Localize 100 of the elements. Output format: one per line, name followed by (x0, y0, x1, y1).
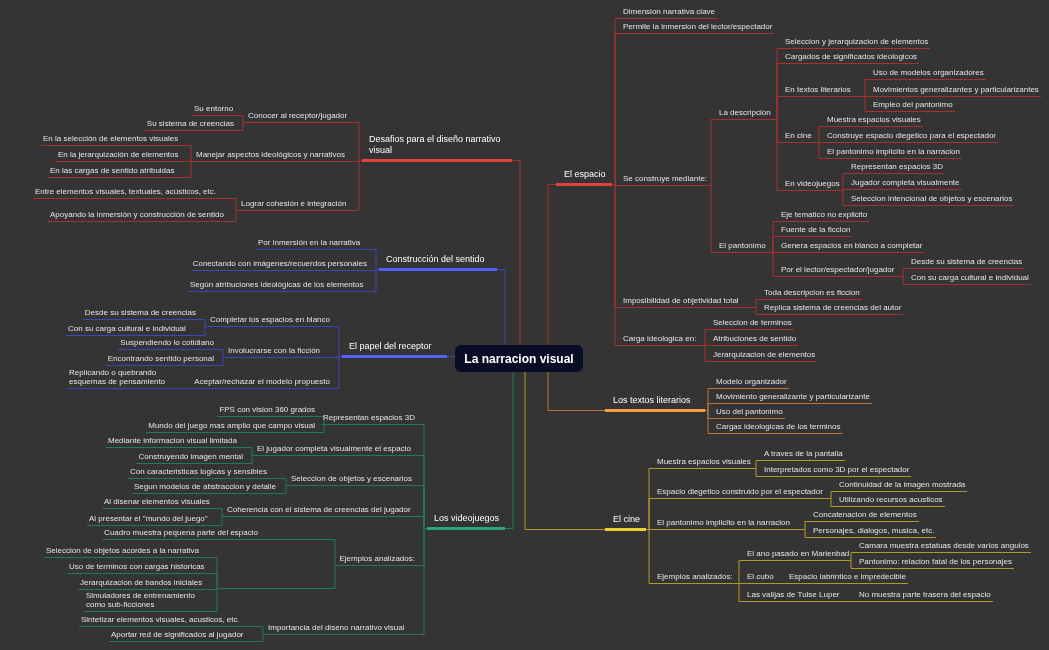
topic-underline (270, 539, 332, 540)
connector-line (355, 160, 363, 211)
subtopic-label: Desde su sistema de creencias (82, 308, 202, 320)
subtopic-label: Uso del pantonimo (711, 407, 785, 419)
subtopic-label: Por el lector/espectador/jugador (776, 265, 900, 277)
connector-line (187, 161, 195, 178)
subtopic-label: Su sistema de creencias (144, 119, 240, 131)
subtopic-label: Con su carga cultural e individual (906, 273, 1031, 285)
subtopic-label: Personajes, dialogos, musica, etc. (808, 526, 937, 538)
connector-line (446, 356, 456, 357)
connector-line (752, 307, 760, 315)
connector-line (232, 210, 240, 222)
connector-line (248, 447, 256, 456)
connector-line (752, 460, 760, 469)
subtopic-label: Representan espacios 3D (320, 413, 421, 425)
connector-line (331, 565, 339, 589)
connector-line (847, 552, 855, 561)
connector-line (335, 326, 343, 357)
connector-line (420, 516, 428, 529)
subtopic-label: Construyendo imagen mental (136, 452, 249, 464)
subtopic-label: Seleccion de terminos (708, 318, 794, 330)
connector-line (547, 371, 606, 411)
connector-line (372, 269, 380, 292)
connector-line (773, 119, 781, 191)
connector-line (645, 498, 653, 530)
subtopic-label: Concatenacion de elementos (808, 510, 919, 522)
subtopic-label: Permite la inmersion del lector/espectador (618, 22, 775, 34)
connector-line (645, 529, 653, 584)
connector-line (320, 424, 328, 433)
connector-line (752, 299, 760, 308)
subtopic-label: Atribuciones de sentido (708, 334, 799, 346)
subtopic-label: Utilizando recursos acusticos (834, 495, 945, 507)
connector-line (847, 560, 855, 569)
subtopic-label: Uso de terminos con cargas historicas (67, 562, 214, 574)
subtopic-label: Modelo organizador (711, 377, 789, 389)
subtopic-label: Fuente de la ficcion (776, 225, 853, 237)
subtopic-label: Cargas ideologicas de los terminos (711, 422, 843, 434)
connector-line (839, 189, 847, 191)
connector-line (219, 357, 227, 366)
branch-topic: El papel del receptor (342, 341, 447, 358)
connector-line (847, 601, 855, 602)
subtopic-label: El cubo (742, 572, 778, 584)
subtopic-label: Manejar aspectos ideológicos y narrativos (194, 150, 356, 162)
central-topic-box: La narracion visual (455, 345, 583, 372)
connector-line (899, 276, 907, 285)
subtopic-label: Al disenar elementos visuales (102, 497, 219, 509)
connector-line (701, 329, 709, 346)
subtopic-label: El pantonimo implicito en la narracion (652, 518, 802, 530)
subtopic-label: La descripcion (714, 108, 774, 120)
connector-line (735, 560, 743, 584)
connector-line (420, 528, 428, 635)
connector-line (735, 583, 743, 602)
subtopic-label: Completar los espacios en blanco (207, 315, 336, 327)
connector-line (511, 160, 521, 346)
subtopic-label: Pantonimo: relacion fatal de los personajes (854, 557, 1014, 569)
subtopic-label: Con caracteristicas logicas y sensibles (128, 467, 283, 479)
connector-line (282, 485, 290, 494)
connector-line (839, 190, 847, 206)
subtopic-label: Replicando o quebrando esquemas de pensamiento (67, 368, 187, 389)
subtopic-label: Encontrando sentido personal (105, 354, 220, 366)
connector-line (355, 122, 363, 161)
connector-line (186, 388, 194, 389)
connector-line (899, 268, 907, 277)
subtopic-label: Sintetizar elementos visuales, acusticos, etc. (79, 615, 260, 627)
subtopic-label: Camara muestra estatuas desde varios angulos (854, 541, 1031, 553)
subtopic-label: A traves de la pantalla (759, 449, 845, 461)
subtopic-label: Imposibilidad de objetividad total (618, 296, 753, 308)
subtopic-label: Seleccion intencional de objetos y escenarios (846, 194, 1015, 206)
subtopic-label: Segun modelos de abstraccion y detalle (132, 482, 283, 494)
subtopic-label: Espacio labrintico e impredecible (784, 572, 908, 584)
connector-line (752, 468, 760, 477)
subtopic-label: Aceptar/rechazar el modelo propuesto (192, 377, 336, 389)
connector-line (827, 498, 835, 507)
subtopic-label: Interpretados como 3D por el espectador (759, 465, 912, 477)
connector-line (815, 126, 823, 143)
connector-line (187, 145, 195, 162)
subtopic-label: Al presentar el "mundo del juego" (87, 514, 219, 526)
connector-line (504, 371, 514, 529)
branch-topic: Desafios para el diseño narrativo visual (362, 134, 512, 162)
connector-line (704, 403, 712, 411)
subtopic-label: Eje tematico no explicito (776, 210, 870, 222)
connector-line (777, 583, 785, 584)
connector-line (773, 96, 781, 120)
branch-topic: El cine (605, 514, 646, 531)
connector-line (263, 539, 271, 540)
connector-line (704, 410, 712, 434)
connector-line (861, 96, 869, 112)
connector-line (769, 236, 777, 253)
connector-line (213, 588, 221, 612)
subtopic-label: Cuadro muestra pequena parte del espacio (102, 528, 264, 540)
connector-line (801, 521, 809, 530)
connector-line (239, 122, 247, 131)
connector-line (201, 326, 209, 336)
connector-line (218, 516, 226, 526)
subtopic-label: Importancia del diseno narrativo visual (266, 623, 421, 635)
subtopic-label: Uso de modelos organizadores (868, 68, 986, 80)
connector-line (259, 626, 267, 635)
subtopic-label: Mundo del juego mas amplio que campo visual (146, 421, 321, 433)
subtopic-label: Según atribuciones ideológicas de los elementos (188, 280, 373, 292)
topic-underline (220, 588, 332, 589)
